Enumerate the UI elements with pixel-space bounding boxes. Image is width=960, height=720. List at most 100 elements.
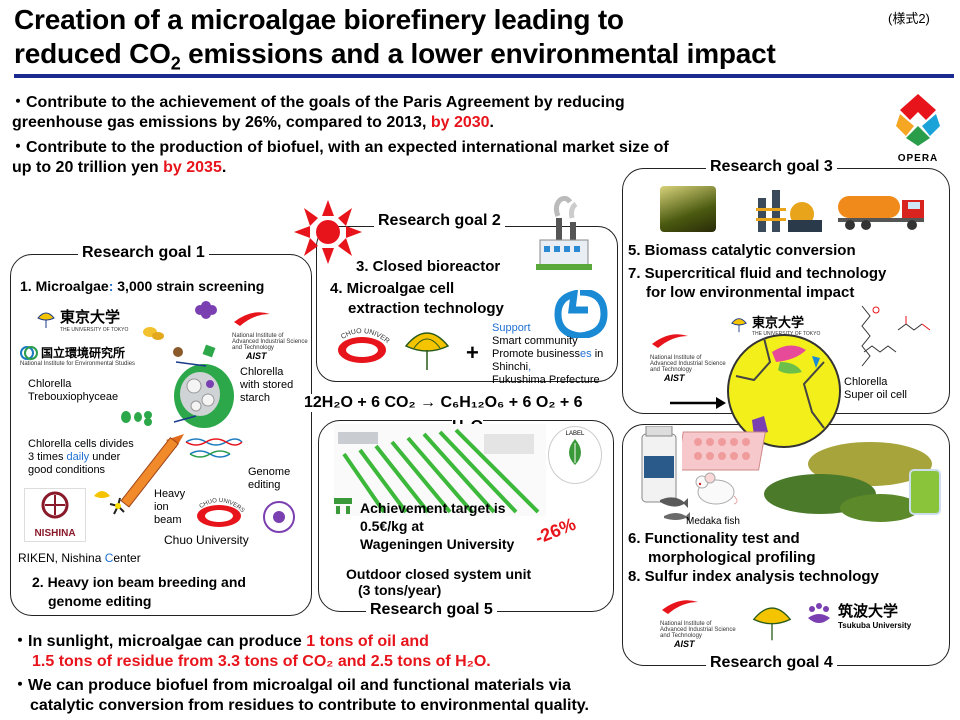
chuo-university-logo-goal-1: CHUO UNIVERSITY bbox=[188, 496, 245, 527]
division-line-2-prefix: 3 times bbox=[28, 451, 67, 463]
title-co2-subscript: 2 bbox=[170, 53, 181, 74]
division-line-3: good conditions bbox=[28, 464, 106, 476]
tokyo-university-logo-goal-3: 東京大学 THE UNIVERSITY OF TOKYO bbox=[730, 312, 820, 337]
goal-3-item-5: 5. Biomass catalytic conversion bbox=[628, 242, 856, 259]
ginkgo-small-icon bbox=[94, 491, 110, 506]
tsukuba-logo-english: Tsukuba University bbox=[838, 621, 912, 630]
refinery-plant-icon bbox=[756, 190, 822, 232]
biofuel-oil-image bbox=[660, 186, 716, 232]
chuo-university-label: Chuo University bbox=[164, 533, 249, 547]
aist-swoosh-icon-goal-3 bbox=[652, 334, 688, 348]
title-suffix: emissions and a lower environmental impa… bbox=[180, 38, 776, 69]
intro-bullet-2-deadline: by 2035 bbox=[163, 159, 222, 176]
cell-culture-plate-icon bbox=[682, 431, 766, 471]
wageningen-logo-icon bbox=[334, 498, 352, 514]
riken-label-c: C bbox=[104, 551, 114, 565]
page-title-line-1: Creation of a microalgae biorefinery lea… bbox=[14, 4, 624, 35]
support-block: Support Smart community Promote business… bbox=[492, 322, 603, 387]
aist-swoosh-icon-goal-4 bbox=[662, 600, 698, 614]
aist-abbreviation: AIST bbox=[246, 351, 267, 361]
tokyo-logo-text-goal-3: 東京大学 bbox=[752, 316, 805, 331]
intro-bullet-1-text: greenhouse gas emissions by 26%, compare… bbox=[12, 114, 431, 131]
aist-goal-3-line-1: National Institute of bbox=[650, 355, 702, 361]
nies-mark-icon bbox=[20, 345, 38, 360]
aist-goal-4-line-3: and Technology bbox=[660, 633, 702, 639]
support-line-3: Shinchi, bbox=[492, 361, 603, 374]
tokyo-logo-text: 東京大学 bbox=[60, 308, 121, 326]
heavy-ion-beam-arrow-icon bbox=[109, 434, 184, 515]
outdoor-unit-line-1: Outdoor closed system unit bbox=[346, 566, 532, 582]
tokyo-logo-subtext: THE UNIVERSITY OF TOKYO bbox=[60, 327, 129, 333]
intro-bullet-2-line-2: up to 20 trillion yen by 2035. bbox=[12, 158, 226, 178]
riken-label-prefix: RIKEN, Nishina bbox=[18, 551, 105, 565]
riken-emblem-icon bbox=[41, 491, 69, 519]
aist-goal-4-line-2: Advanced Industrial Science bbox=[660, 627, 736, 633]
stored-line-2: with stored bbox=[240, 379, 294, 391]
dna-strands-icon bbox=[185, 438, 243, 458]
chlorella-label-line-2: Trebouxiophyceae bbox=[28, 391, 119, 403]
riken-nishina-center-label: RIKEN, Nishina Center bbox=[18, 552, 141, 565]
goal-1-item-1-prefix: 1. Microalgae bbox=[20, 278, 109, 294]
cell-division-label: Chlorella cells divides 3 times daily un… bbox=[28, 438, 134, 477]
goal-1-item-2-line-1: 2. Heavy ion beam breeding and bbox=[32, 574, 246, 590]
aist-line-2: Advanced Industrial Science bbox=[232, 339, 308, 345]
footer-bullet-2-line-1: ・We can produce biofuel from microalgal … bbox=[12, 677, 571, 694]
chuo-university-logo-goal-2: CHUO UNIVERSITY bbox=[328, 326, 391, 363]
brown-algae-icon bbox=[173, 347, 183, 357]
medaka-fish-label: Medaka fish bbox=[686, 516, 740, 527]
achievement-line-2: 0.5€/kg at bbox=[360, 518, 424, 534]
division-line-2-suffix: under bbox=[89, 451, 121, 463]
label-certification-badge: LABEL bbox=[548, 426, 602, 484]
goal-1-item-1-suffix: 3,000 strain screening bbox=[113, 278, 265, 294]
aist-goal-3-line-2: Advanced Industrial Science bbox=[650, 361, 726, 367]
equation-arrow-icon bbox=[670, 397, 726, 409]
superoil-line-2: Super oil cell bbox=[844, 389, 907, 401]
shinchi-logo-icon bbox=[554, 290, 608, 338]
goal-4-item-8: 8. Sulfur index analysis technology bbox=[628, 568, 879, 585]
ginkgo-leaf-large-icon bbox=[404, 332, 450, 370]
research-goal-2-title: Research goal 2 bbox=[374, 212, 505, 230]
division-daily-word: daily bbox=[66, 451, 90, 463]
leaf-drop-icon bbox=[569, 439, 581, 465]
aist-line-1: National Institute of bbox=[232, 333, 284, 339]
chemical-structures-icon bbox=[861, 305, 931, 367]
title-underline bbox=[14, 74, 954, 78]
riken-logo-text: NISHINA bbox=[34, 528, 76, 539]
riken-nishina-logo: NISHINA bbox=[24, 488, 86, 542]
goal-3-item-7-line-2: for low environmental impact bbox=[646, 284, 855, 301]
photosynthesis-equation-line-1: 12H₂O + 6 CO₂ → C₆H₁₂O₆ + 6 O₂ + 6 bbox=[304, 394, 583, 412]
intro-bullet-2-period: . bbox=[221, 159, 227, 176]
intro-bullet-2-line-1: ・Contribute to the production of biofuel… bbox=[10, 139, 669, 156]
goal-2-item-3: 3. Closed bioreactor bbox=[356, 258, 501, 275]
badge-label-text: LABEL bbox=[565, 431, 585, 437]
yellow-algae-icon bbox=[143, 327, 164, 340]
achievement-line-1: Achievement target is bbox=[360, 500, 506, 516]
aist-logo-goal-4: National Institute of Advanced Industria… bbox=[660, 596, 736, 649]
tsukuba-paulownia-icon bbox=[808, 603, 830, 623]
intro-bullet-1-line-2: greenhouse gas emissions by 26%, compare… bbox=[12, 113, 494, 133]
footer-bullet-1-prefix: ・In sunlight, microalgae can produce bbox=[12, 633, 307, 650]
footer-bullet-1-line-1: ・In sunlight, microalgae can produce 1 t… bbox=[12, 632, 429, 652]
aist-goal-3-abbreviation: AIST bbox=[664, 373, 685, 383]
opera-logo-icon bbox=[896, 94, 940, 146]
riken-label-suffix: enter bbox=[113, 551, 141, 565]
genome-line-1: Genome bbox=[248, 466, 291, 478]
support-line-4: Fukushima Prefecture bbox=[492, 374, 600, 386]
heavy-line-3: beam bbox=[154, 514, 182, 526]
supplement-bottle-icon bbox=[641, 426, 677, 503]
tanker-truck-icon bbox=[838, 196, 924, 230]
support-line-1: Smart community bbox=[492, 335, 578, 347]
intro-bullet-2-text: up to 20 trillion yen bbox=[12, 159, 164, 176]
purple-algae-cluster-icon bbox=[195, 301, 217, 319]
research-goal-5-title: Research goal 5 bbox=[366, 601, 497, 619]
support-line-2: Promote businesses in bbox=[492, 348, 603, 361]
tsukuba-emblem-small-icon bbox=[263, 501, 295, 533]
aist-logo-goal-3: National Institute of Advanced Industria… bbox=[650, 330, 726, 383]
intro-bullet-1-period: . bbox=[489, 114, 494, 131]
sun-icon bbox=[294, 200, 362, 264]
page-title-line-2: reduced CO2 emissions and a lower enviro… bbox=[14, 38, 776, 75]
